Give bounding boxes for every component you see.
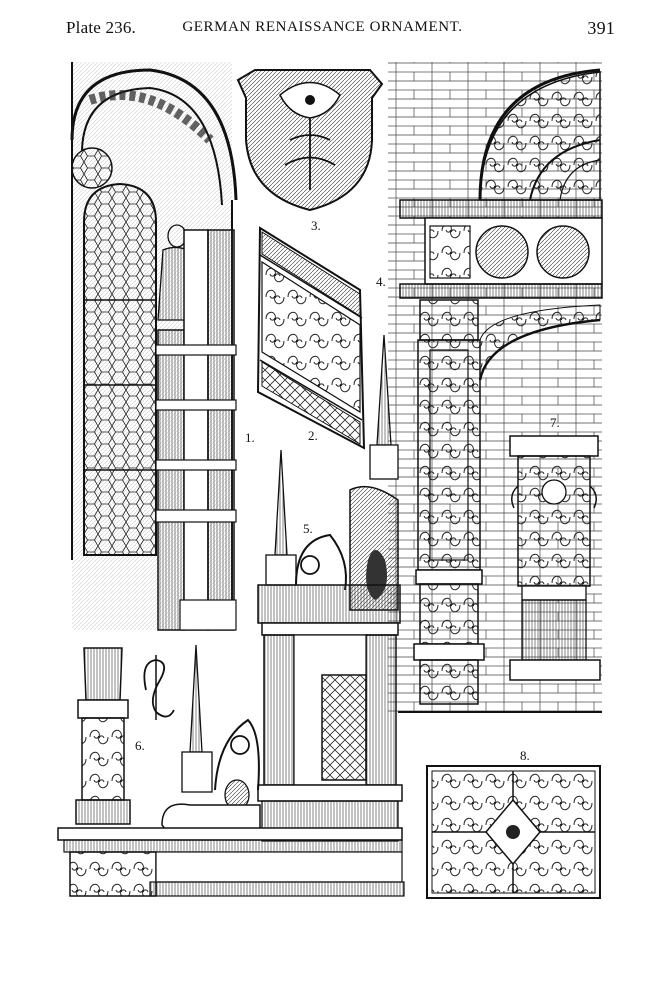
figure-label-4: 4.: [376, 274, 386, 289]
figure-4-portal: [388, 62, 603, 713]
figure-8-panel: [426, 765, 601, 899]
page-number: 391: [587, 18, 615, 38]
figure-1-window-column: [70, 62, 238, 631]
figure-label-7: 7.: [550, 415, 560, 430]
figure-label-1: 1.: [245, 430, 255, 445]
figure-label-3: 3.: [311, 218, 321, 233]
figure-label-2: 2.: [308, 428, 318, 443]
figure-7-capital: [509, 435, 601, 681]
figure-3-shield: [236, 69, 384, 212]
page-title: GERMAN RENAISSANCE ORNAMENT.: [182, 19, 463, 35]
figure-label-6: 6.: [135, 738, 145, 753]
figure-6-column: [75, 647, 175, 825]
plate-label: Plate 236.: [66, 18, 136, 37]
base-plinth: [57, 827, 405, 897]
figure-label-5: 5.: [303, 521, 313, 536]
figure-2-ornament-band: [256, 226, 366, 450]
figure-label-8: 8.: [520, 748, 530, 763]
